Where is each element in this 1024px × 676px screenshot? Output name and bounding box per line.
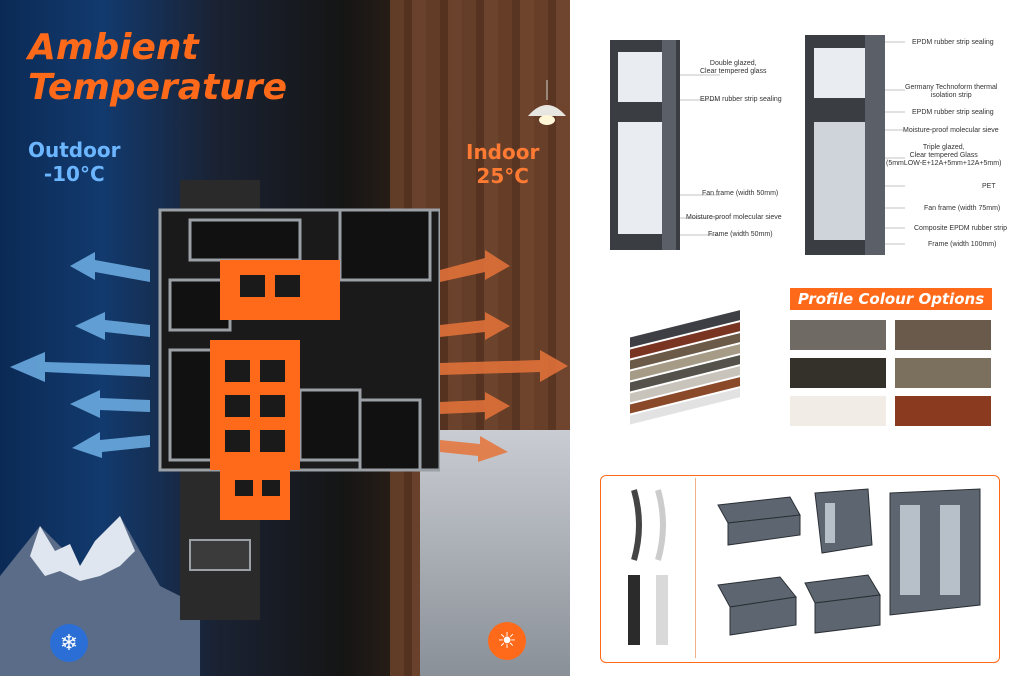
callout-triple-glazed: Triple glazed, Clear tempered Glass (5mm… [886, 144, 1002, 167]
title-line-1: Ambient [28, 27, 199, 68]
indoor-text: Indoor [466, 140, 540, 164]
swatch-4 [895, 358, 991, 388]
callout-epdm-middle: EPDM rubber strip sealing [912, 109, 994, 116]
swatch-3 [790, 358, 886, 388]
callout-molecular-sieve-right: Moisture-proof molecular sieve [903, 127, 999, 134]
callout-epdm-left: EPDM rubber strip sealing [700, 96, 782, 103]
indoor-temperature: 25°C [476, 164, 529, 188]
swatch-1 [790, 320, 886, 350]
swatch-6 [895, 396, 991, 426]
sun-icon: ☀ [488, 622, 526, 660]
profile-colour-options-title: Profile Colour Options [790, 288, 992, 310]
window-diagram-art [610, 35, 905, 255]
callout-composite-epdm: Composite EPDM rubber strip [914, 225, 1007, 232]
profile-colour-stack [630, 310, 740, 425]
pendant-lamp [528, 80, 566, 125]
outdoor-temperature: -10°C [43, 162, 105, 186]
ambient-temperature-title: Ambient Temperature [28, 28, 287, 108]
swatch-2 [895, 320, 991, 350]
window-section-diagrams: Double glazed, Clear tempered glass EPDM… [590, 30, 1010, 260]
callout-fan-frame-50: Fan frame (width 50mm) [702, 190, 779, 197]
callout-epdm-top: EPDM rubber strip sealing [912, 39, 994, 46]
indoor-label: Indoor 25°C [466, 140, 539, 188]
callout-technoform: Germany Technoform thermal isolation str… [905, 84, 998, 99]
accessories-divider [695, 478, 696, 658]
title-line-2: Temperature [28, 67, 288, 108]
hero-thermal-panel: Ambient Temperature Outdoor -10°C Indoor… [0, 0, 570, 676]
swatch-5 [790, 396, 886, 426]
snowflake-icon: ❄ [50, 624, 88, 662]
accessories-art [628, 488, 981, 645]
outdoor-text: Outdoor [28, 138, 121, 162]
callout-frame-100: Frame (width 100mm) [928, 241, 997, 248]
callout-pet: PET [982, 183, 996, 190]
heat-flow-arrows [10, 250, 568, 462]
callout-molecular-sieve-left: Moisture-proof molecular sieve [686, 214, 782, 221]
outdoor-label: Outdoor -10°C [28, 138, 120, 186]
callout-double-glazed: Double glazed, Clear tempered glass [700, 60, 767, 75]
thermal-break-profile-section [158, 180, 440, 620]
callout-fan-frame-75: Fan frame (width 75mm) [924, 205, 1001, 212]
callout-frame-50: Frame (width 50mm) [708, 231, 773, 238]
